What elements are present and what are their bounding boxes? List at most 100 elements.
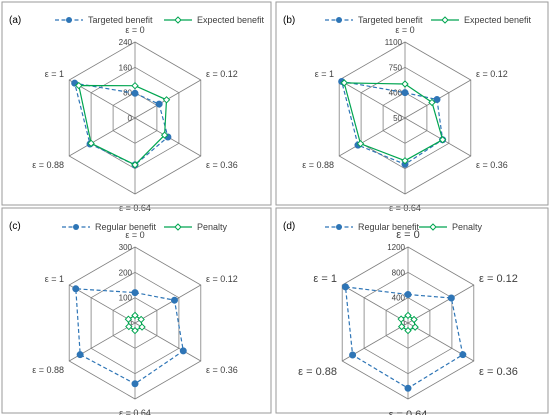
- tick-label: 400: [392, 294, 406, 303]
- data-point: [137, 315, 145, 324]
- grid-spoke: [338, 79, 406, 119]
- data-point: [404, 384, 412, 392]
- category-label: ε = 0.36: [476, 160, 508, 170]
- tick-label: 80: [123, 89, 132, 98]
- data-point: [401, 89, 409, 97]
- data-point: [125, 322, 133, 331]
- panel-label: (a): [9, 15, 21, 26]
- legend-label: Expected benefit: [197, 15, 265, 25]
- category-label: ε = 0.88: [298, 366, 337, 378]
- tick-label: 50: [393, 114, 402, 123]
- tick-label: 200: [119, 268, 133, 277]
- category-label: ε = 0.64: [389, 409, 428, 415]
- panel-label: (c): [9, 221, 21, 232]
- data-point: [401, 80, 409, 88]
- data-point: [131, 326, 139, 335]
- legend-marker: [73, 224, 79, 230]
- tick-label: 400: [389, 89, 403, 98]
- data-point: [401, 156, 409, 165]
- grid-spoke: [134, 284, 202, 324]
- panel-frame: [275, 1, 549, 206]
- data-point: [341, 283, 349, 291]
- category-label: ε = 0.88: [32, 160, 64, 170]
- data-point: [428, 98, 436, 107]
- category-label: ε = 0.88: [302, 160, 334, 170]
- category-label: ε = 0.36: [206, 365, 238, 375]
- legend-label: Expected benefit: [464, 15, 532, 25]
- tick-label: 0: [128, 319, 133, 328]
- tick-label: 1100: [385, 38, 403, 47]
- data-point: [131, 289, 139, 297]
- data-point: [162, 96, 171, 104]
- data-point: [356, 139, 365, 148]
- tick-label: 300: [119, 243, 133, 252]
- data-point: [433, 96, 441, 104]
- legend-label: Penalty: [197, 222, 228, 232]
- legend-marker: [174, 16, 182, 24]
- tick-label: 0: [401, 319, 406, 328]
- data-point: [447, 294, 455, 302]
- grid-spoke: [338, 117, 406, 157]
- data-point: [404, 291, 412, 298]
- data-point: [131, 380, 139, 388]
- data-point: [155, 100, 163, 108]
- legend-marker: [336, 224, 342, 230]
- data-point: [76, 351, 84, 359]
- data-point: [411, 323, 419, 331]
- data-point: [138, 323, 146, 331]
- data-point: [349, 351, 357, 359]
- panel-frame: [1, 207, 272, 414]
- grid-spoke: [341, 284, 409, 324]
- category-label: ε = 1: [45, 69, 64, 79]
- grid-spoke: [134, 322, 202, 362]
- data-point: [72, 285, 80, 293]
- legend-label: Regular benefit: [95, 222, 157, 232]
- data-point: [131, 311, 139, 320]
- data-point: [179, 347, 187, 355]
- category-label: ε = 1: [45, 274, 64, 284]
- panel-frame: [275, 207, 549, 414]
- category-label: ε = 0.36: [479, 366, 518, 378]
- legend-marker: [429, 223, 437, 231]
- data-point: [438, 136, 447, 144]
- data-point: [397, 322, 406, 331]
- category-label: ε = 0.12: [206, 69, 238, 79]
- category-label: ε = 0: [125, 25, 144, 35]
- grid-spoke: [407, 284, 475, 324]
- data-point: [124, 315, 133, 323]
- data-point: [340, 79, 348, 87]
- data-point: [459, 351, 467, 359]
- legend-marker: [441, 16, 449, 24]
- data-point: [170, 296, 178, 304]
- tick-label: 0: [128, 114, 133, 123]
- legend-marker: [336, 17, 342, 23]
- data-point: [410, 315, 418, 324]
- category-label: ε = 0.64: [119, 408, 151, 415]
- category-label: ε = 0.36: [206, 160, 238, 170]
- grid-spoke: [68, 284, 136, 324]
- legend-marker: [66, 17, 72, 23]
- data-point: [87, 139, 95, 148]
- category-label: ε = 1: [315, 69, 334, 79]
- data-point: [404, 311, 412, 320]
- tick-label: 240: [119, 38, 133, 47]
- tick-label: 160: [119, 63, 133, 72]
- category-label: ε = 0: [396, 229, 420, 241]
- legend-label: Penalty: [452, 222, 483, 232]
- grid-spoke: [404, 117, 472, 157]
- category-label: ε = 0: [125, 230, 144, 240]
- category-label: ε = 0: [395, 25, 414, 35]
- legend-label: Targeted benefit: [358, 15, 423, 25]
- panel-frame: [1, 1, 272, 206]
- tick-label: 750: [389, 63, 403, 72]
- data-point: [131, 81, 139, 90]
- legend-label: Regular benefit: [358, 222, 420, 232]
- panel-label: (b): [283, 15, 295, 26]
- data-point: [131, 161, 139, 169]
- data-point: [404, 326, 412, 335]
